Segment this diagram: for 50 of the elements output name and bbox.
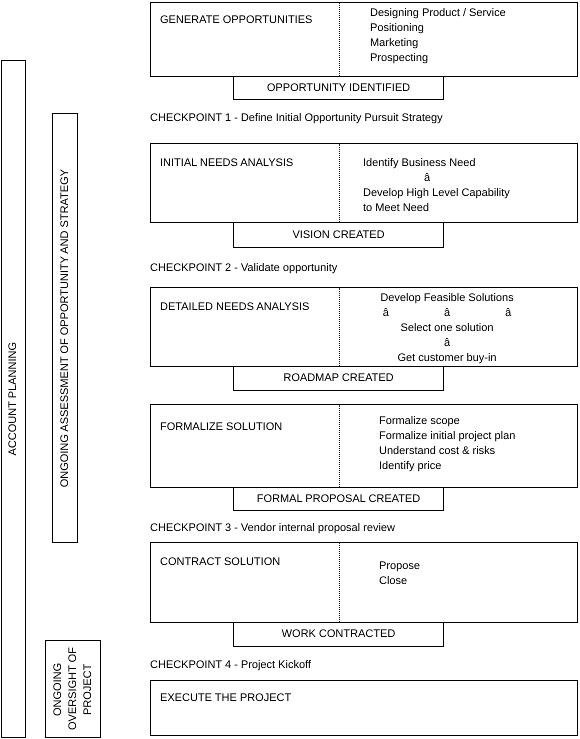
side-band (52, 113, 78, 543)
activity-item: Close (379, 574, 408, 589)
milestone-label: WORK CONTRACTED (282, 627, 396, 642)
activity-item: Understand cost & risks (379, 444, 496, 459)
band-label: ONGOING OVERSIGHT OF PROJECT (50, 646, 94, 732)
activity-item: Formalize scope (379, 414, 460, 429)
stage-title: EXECUTE THE PROJECT (160, 691, 292, 706)
stage-box (150, 143, 578, 223)
activity-item: Get customer buy-in (397, 351, 497, 366)
milestone-box (233, 487, 444, 511)
stage-title: DETAILED NEEDS ANALYSIS (160, 300, 310, 315)
stage-box (150, 404, 578, 488)
band-label: ONGOING ASSESSMENT OF OPPORTUNITY AND STRATEGY (58, 168, 72, 488)
stage-box (150, 287, 578, 367)
milestone-label: FORMAL PROPOSAL CREATED (256, 492, 420, 506)
activity-item: Positioning (370, 21, 424, 36)
activity-item: Prospecting (370, 51, 428, 66)
activity-item: Develop Feasible Solutions (380, 291, 514, 306)
flow-symbol: â (424, 171, 430, 186)
activity-item: Select one solution (400, 321, 494, 336)
stage-title: INITIAL NEEDS ANALYSIS (160, 156, 294, 171)
flow-symbol: â (444, 336, 450, 351)
milestone-label: VISION CREATED (292, 228, 385, 242)
activity-item: Formalize initial project plan (379, 429, 516, 444)
side-band (1, 60, 26, 738)
activity-item: Propose (379, 559, 420, 574)
milestone-box (233, 222, 444, 248)
band-label: ACCOUNT PLANNING (6, 342, 20, 456)
checkpoint-label: CHECKPOINT 4 - Project Kickoff (150, 658, 311, 673)
activity-item: Marketing (370, 36, 418, 51)
activity-item: Develop High Level Capability to Meet Need (363, 186, 511, 216)
activity-item: Identify price (379, 459, 442, 474)
stage-box (150, 680, 578, 736)
checkpoint-label: CHECKPOINT 3 - Vendor internal proposal review (150, 521, 395, 536)
milestone-box (233, 622, 444, 647)
milestone-label: ROADMAP CREATED (283, 371, 394, 386)
milestone-box (233, 76, 444, 100)
stage-title: FORMALIZE SOLUTION (160, 420, 282, 435)
activity-item: Identify Business Need (363, 156, 476, 171)
stage-box (150, 542, 578, 623)
flow-symbol: â â â (382, 306, 512, 321)
stage-box (150, 2, 578, 77)
side-band (45, 640, 101, 738)
stage-title: CONTRACT SOLUTION (160, 555, 280, 570)
activity-item: Designing Product / Service (370, 6, 506, 21)
checkpoint-label: CHECKPOINT 2 - Validate opportunity (150, 261, 338, 276)
milestone-label: OPPORTUNITY IDENTIFIED (266, 80, 410, 96)
milestone-box (233, 366, 444, 391)
checkpoint-label: CHECKPOINT 1 - Define Initial Opportunity Pursuit Strategy (150, 111, 443, 126)
stage-title: GENERATE OPPORTUNITIES (160, 13, 312, 28)
